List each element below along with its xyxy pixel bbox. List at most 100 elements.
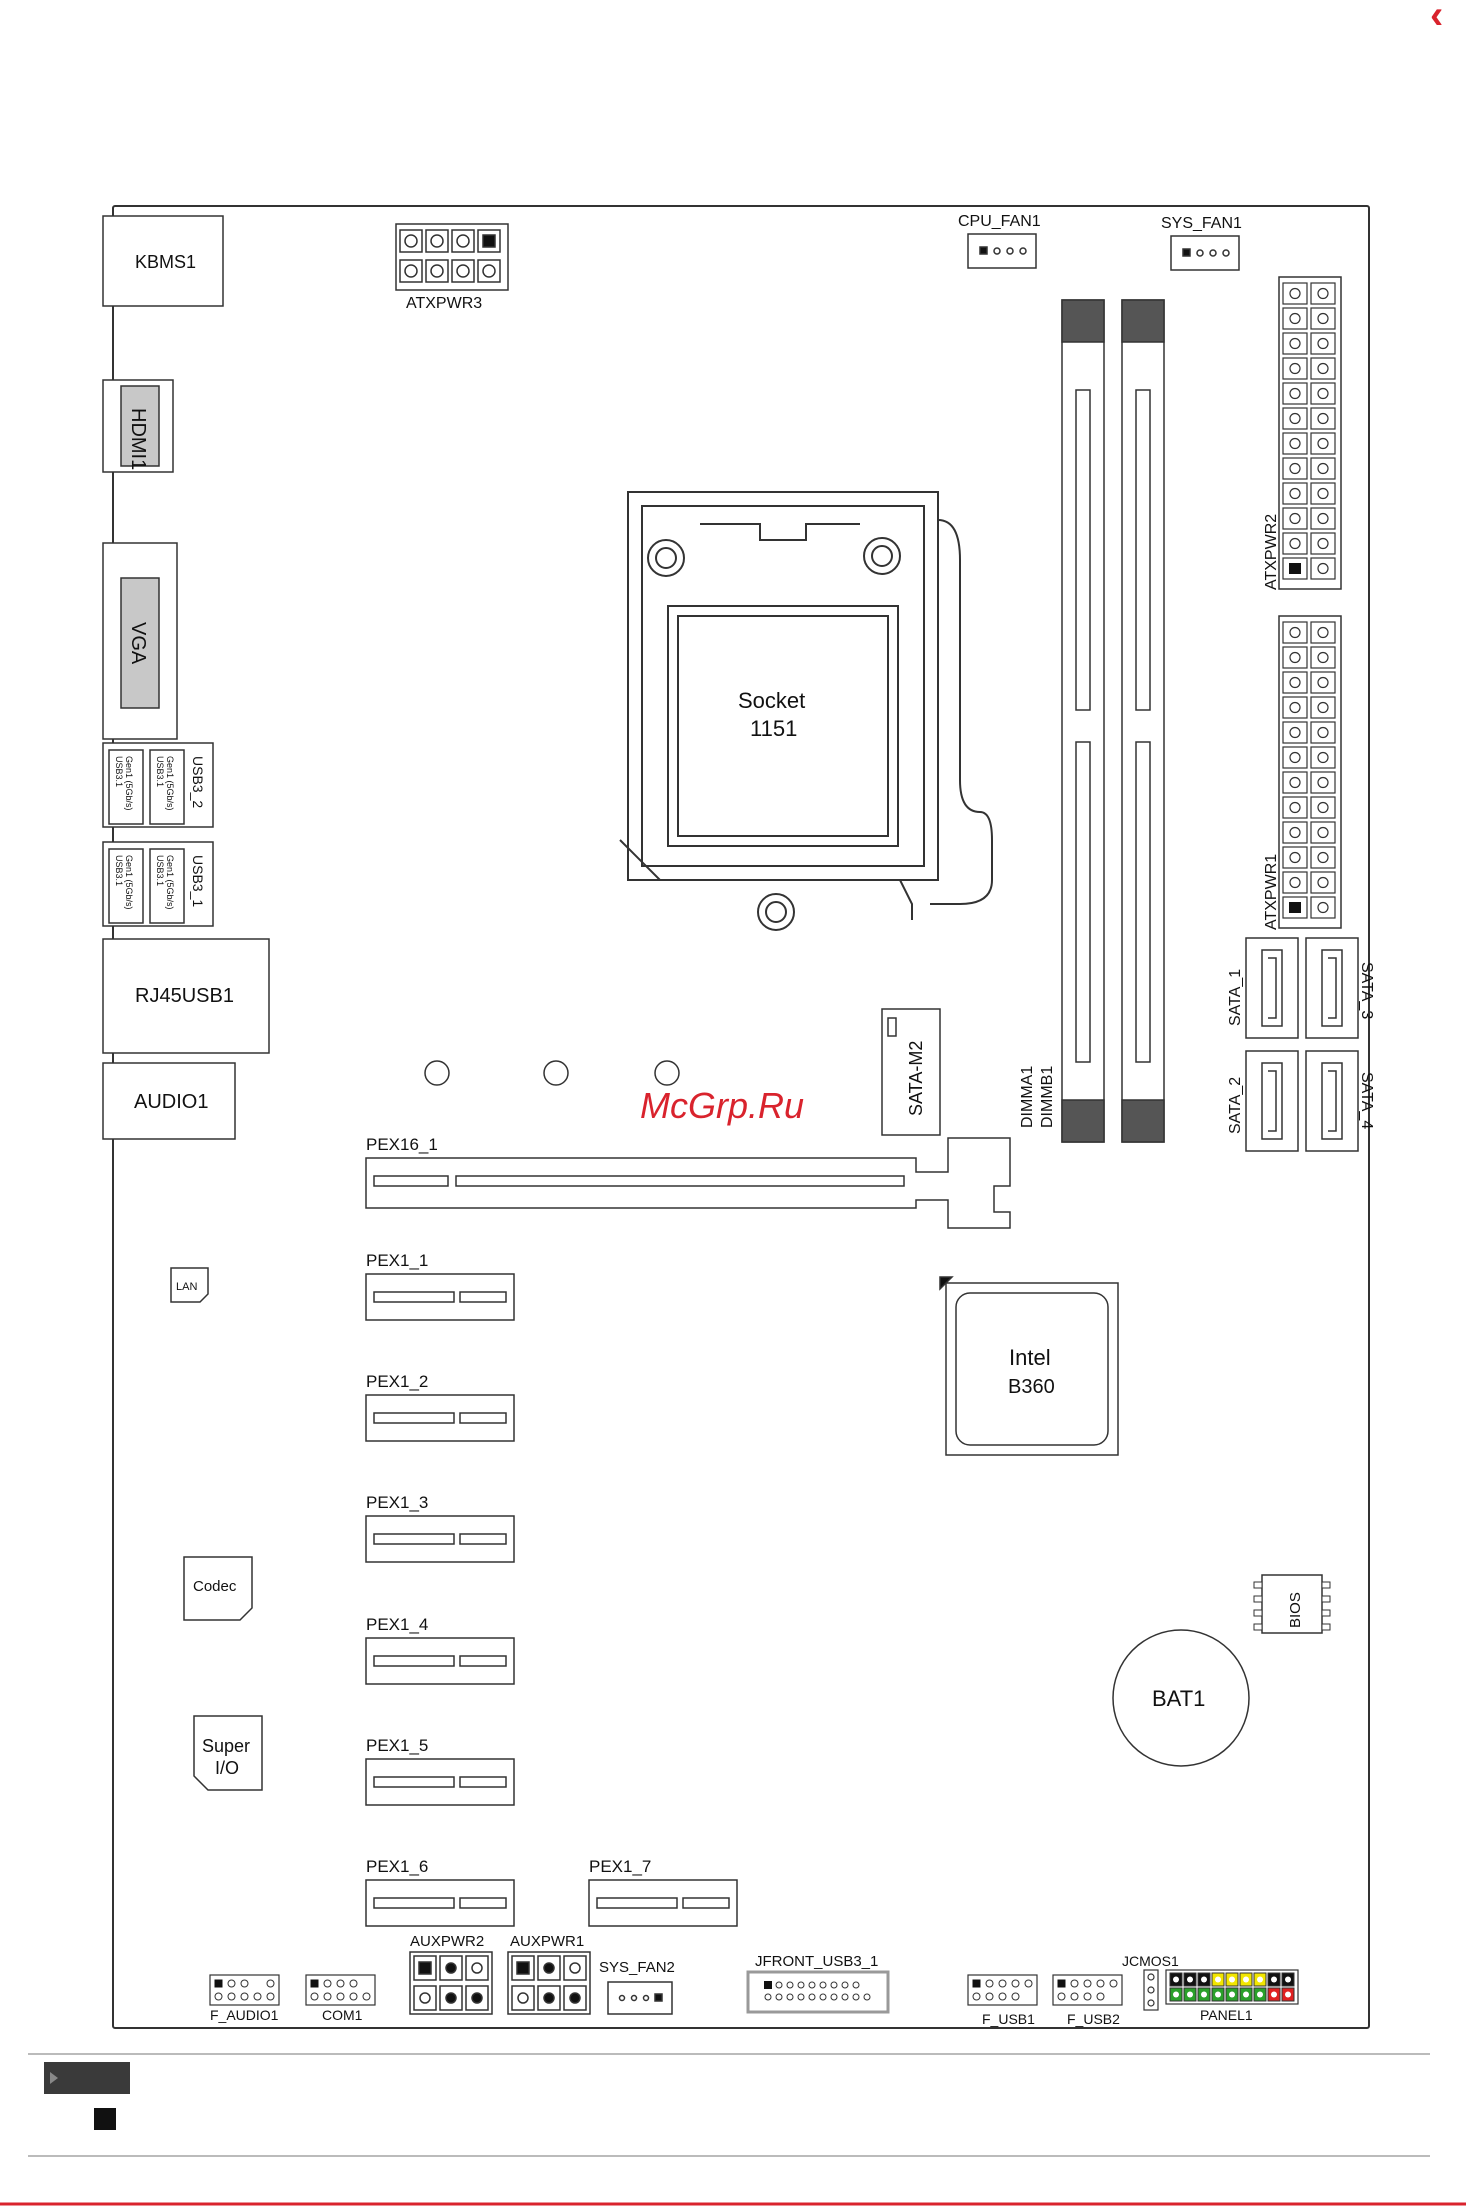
header-pin (349, 1979, 358, 1988)
dimmb1-label: DIMMB1 (1039, 1066, 1056, 1128)
header-pin (227, 1992, 236, 2001)
jfront-pin (830, 1993, 838, 2001)
pex1-slot-key-short (459, 1533, 507, 1545)
sata-4-label: SATA_4 (1358, 1072, 1375, 1129)
header-pin (1096, 1992, 1105, 2001)
kbms-port (102, 215, 224, 307)
dimma1-label: DIMMA1 (1019, 1066, 1036, 1128)
pex1-slot-key-long (373, 1776, 455, 1788)
sata-m2-slot (881, 1008, 941, 1136)
chipset-label-1: Intel (1009, 1345, 1051, 1370)
panel1-pin-bottom-hole (1215, 1991, 1221, 1998)
jfront-pin (819, 1993, 827, 2001)
jfront-pin (797, 1981, 805, 1989)
atx-pin (1289, 826, 1301, 839)
footer-square-icon (94, 2108, 116, 2130)
jfront-pin (786, 1981, 794, 1989)
sata-m2-label: SATA-M2 (906, 1041, 926, 1116)
atx-pin (1317, 287, 1329, 300)
chipset-label-2: B360 (1008, 1376, 1055, 1398)
auxpwr1-connector (507, 1951, 591, 2015)
header-pin (1011, 1979, 1020, 1988)
atx-pin (1317, 462, 1329, 475)
header-pin (227, 1979, 236, 1988)
sys-fan2-label: SYS_FAN2 (599, 1959, 675, 1976)
panel1-pin-top-hole (1187, 1976, 1193, 1983)
dimma1-slot (1061, 299, 1105, 1143)
header-pin (266, 1992, 275, 2001)
header-pin (985, 1992, 994, 2001)
panel1-pin-top-hole (1173, 1976, 1179, 1983)
superio-label-1: Super (202, 1736, 250, 1756)
sata-3-port (1305, 937, 1359, 1039)
atxpwr3-label: ATXPWR3 (406, 295, 482, 312)
kbms-label: KBMS1 (135, 252, 196, 272)
jfront-usb3-1-header (746, 1970, 890, 2014)
atxpwr2-connector (1278, 276, 1342, 590)
atx-pin (1289, 701, 1301, 714)
panel1-pin-top-hole (1201, 1976, 1207, 1983)
atxpwr2-label: ATXPWR2 (1263, 514, 1280, 590)
footer-tab-arrow-icon (50, 2072, 58, 2084)
atx-pin (1289, 776, 1301, 789)
superio-chip (193, 1715, 263, 1791)
jcmos1-label: JCMOS1 (1122, 1953, 1179, 1969)
panel1-pin-bottom-hole (1201, 1991, 1207, 1998)
header-pin (266, 1979, 275, 1988)
rear-io-panel (102, 215, 270, 1140)
atx-pin (1289, 751, 1301, 764)
header-pin-key (214, 1979, 223, 1988)
pex1-4-label: PEX1_4 (366, 1615, 428, 1634)
pex1-slot-key-long (373, 1412, 455, 1424)
atx-pin (1317, 651, 1329, 664)
back-arrow-icon[interactable]: ‹ (1430, 0, 1443, 37)
pex1-slot-key-short (459, 1412, 507, 1424)
auxpwr2-label: AUXPWR2 (410, 1933, 484, 1950)
cpu-socket (619, 491, 993, 931)
atx-pin (1289, 726, 1301, 739)
watermark: McGrp.Ru (640, 1085, 804, 1126)
panel1-pin-top-hole (1271, 1976, 1277, 1983)
atx-pin (1317, 487, 1329, 500)
pex1-slot-key-short (459, 1291, 507, 1303)
atx-pin (1289, 801, 1301, 814)
atx-pin (1289, 287, 1301, 300)
lan-label: LAN (176, 1281, 197, 1293)
panel1-pin-bottom-hole (1257, 1991, 1263, 1998)
header-pin (1083, 1992, 1092, 2001)
vga-label: VGA (127, 622, 149, 665)
atx-pin (1289, 876, 1301, 889)
jfront-pin (852, 1981, 860, 1989)
pex16-1-slot (365, 1137, 1011, 1229)
usb3-1-label: USB3_1 (190, 855, 206, 907)
jfront-pin (797, 1993, 805, 2001)
pex1-2-label: PEX1_2 (366, 1372, 428, 1391)
usb3-2-b (149, 749, 185, 825)
atx-pin (1289, 626, 1301, 639)
header-pin (336, 1979, 345, 1988)
audio-label: AUDIO1 (134, 1091, 208, 1113)
jfront-pin (841, 1993, 849, 2001)
f-usb2-label: F_USB2 (1067, 2011, 1120, 2027)
atx-pin (1317, 387, 1329, 400)
atx-pin (1317, 701, 1329, 714)
cpu-fan1-header (967, 233, 1037, 269)
sata-1-port (1245, 937, 1299, 1039)
header-pin (349, 1992, 358, 2001)
sys-fan1-label: SYS_FAN1 (1161, 215, 1242, 232)
usb3-2-a-label: USB3.1 (114, 756, 124, 787)
atx-pin (1289, 437, 1301, 450)
atx-pin (1317, 726, 1329, 739)
panel1-header (1165, 1969, 1299, 2005)
sata-3-label: SATA_3 (1358, 962, 1375, 1019)
header-pin (214, 1992, 223, 2001)
rj45usb-port (102, 938, 270, 1054)
superio-label-2: I/O (215, 1758, 239, 1778)
header-pin (1070, 1979, 1079, 1988)
sata-ports (1245, 937, 1359, 1152)
atx-pin (1289, 851, 1301, 864)
header-pin (1057, 1992, 1066, 2001)
pex1-slot-key-short (682, 1897, 730, 1909)
atx-pin (1289, 462, 1301, 475)
hdmi-label: HDMI1 (127, 408, 149, 470)
